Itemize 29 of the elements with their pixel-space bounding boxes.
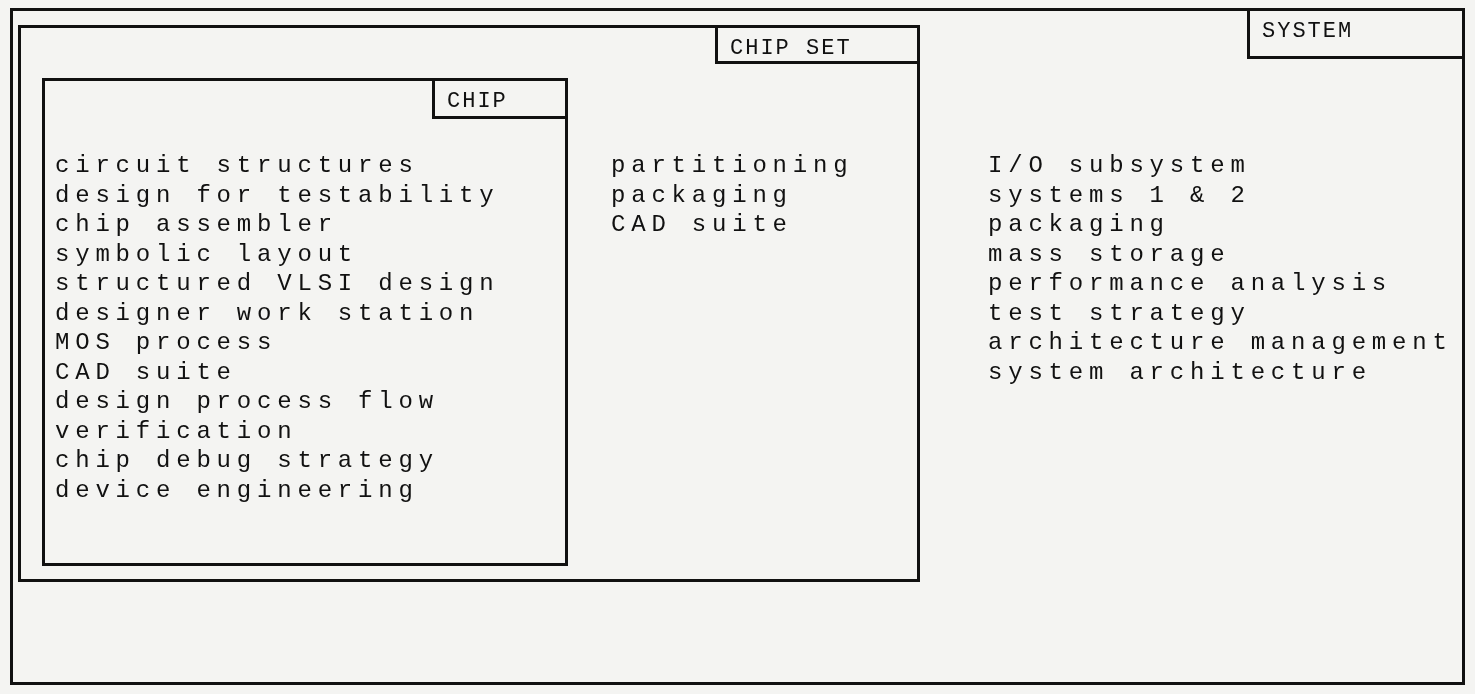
group-box <box>10 8 1465 685</box>
list-item: architecture management <box>988 328 1453 358</box>
list-item: packaging <box>988 210 1170 240</box>
group-box <box>18 25 920 582</box>
list-item: symbolic layout <box>55 239 359 269</box>
tab-label: CHIP <box>432 81 565 119</box>
list-item: design process flow <box>55 387 439 417</box>
list-item: CAD suite <box>611 210 793 240</box>
list-item: partitioning <box>611 151 854 181</box>
list-item: verification <box>55 416 298 446</box>
list-item: mass storage <box>988 239 1231 269</box>
list-item: system architecture <box>988 357 1372 387</box>
list-item: design for testability <box>55 180 500 210</box>
list-item: circuit structures <box>55 151 419 181</box>
list-item: systems 1 & 2 <box>988 180 1251 210</box>
list-item: designer work station <box>55 298 480 328</box>
list-item: I/O subsystem <box>988 151 1251 181</box>
list-item: structured VLSI design <box>55 269 500 299</box>
list-item: device engineering <box>55 475 419 505</box>
tab-label: CHIP SET <box>715 28 917 64</box>
list-item: chip debug strategy <box>55 446 439 476</box>
tab-label: SYSTEM <box>1247 11 1462 59</box>
list-item: MOS process <box>55 328 278 358</box>
list-item: CAD suite <box>55 357 237 387</box>
list-item: test strategy <box>988 298 1251 328</box>
list-item: packaging <box>611 180 793 210</box>
group-box <box>42 78 568 566</box>
list-item: performance analysis <box>988 269 1393 299</box>
list-item: chip assembler <box>55 210 338 240</box>
